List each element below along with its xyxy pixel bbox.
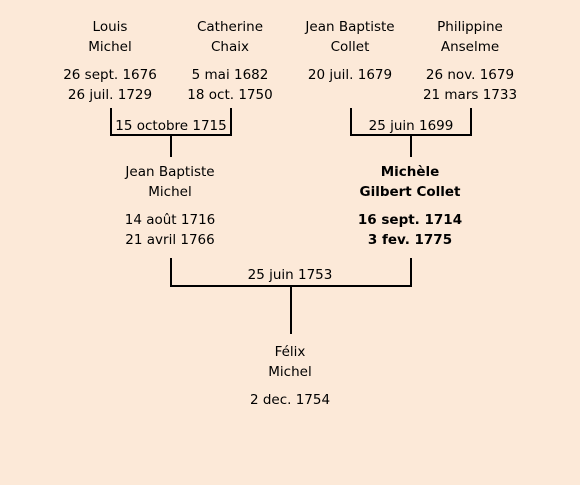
person-last-name: Gilbert Collet xyxy=(359,184,461,200)
connector-line xyxy=(470,108,472,136)
person-dates: 16 sept. 1714 3 fev. 1775 xyxy=(340,210,480,250)
marriage-date-jb-michele: 25 juin 1753 xyxy=(247,267,333,283)
person-first-name: Jean Baptiste xyxy=(305,19,395,35)
person-first-name: Catherine xyxy=(196,19,264,35)
connector-line xyxy=(350,108,352,136)
person-michele-gilbert-collet: Michèle Gilbert Collet 16 sept. 1714 3 f… xyxy=(340,162,480,250)
birth-date: 2 dec. 1754 xyxy=(249,392,331,408)
death-date: 3 fev. 1775 xyxy=(367,232,453,248)
person-dates: 26 nov. 1679 21 mars 1733 xyxy=(400,65,540,105)
person-dates: 26 sept. 1676 26 juil. 1729 xyxy=(40,65,180,105)
death-date: 26 juil. 1729 xyxy=(67,87,153,103)
connector-line xyxy=(410,258,412,287)
connector-line xyxy=(410,134,412,157)
connector-line xyxy=(170,258,172,287)
person-dates: 5 mai 1682 18 oct. 1750 xyxy=(160,65,300,105)
person-dates: 14 août 1716 21 avril 1766 xyxy=(100,210,240,250)
birth-date: 14 août 1716 xyxy=(124,212,216,228)
person-first-name: Michèle xyxy=(380,164,440,180)
person-first-name: Philippine xyxy=(437,19,503,35)
death-date: 21 mars 1733 xyxy=(422,87,518,103)
person-felix-michel: Félix Michel 2 dec. 1754 xyxy=(220,342,360,410)
person-last-name: Michel xyxy=(268,364,312,380)
person-dates: 20 juil. 1679 xyxy=(280,65,420,85)
connector-line xyxy=(230,108,232,136)
person-last-name: Chaix xyxy=(211,39,249,55)
person-first-name: Félix xyxy=(274,344,306,360)
person-jean-baptiste-michel: Jean Baptiste Michel 14 août 1716 21 avr… xyxy=(100,162,240,250)
birth-date: 26 sept. 1676 xyxy=(63,67,157,83)
birth-date: 26 nov. 1679 xyxy=(425,67,515,83)
birth-date: 16 sept. 1714 xyxy=(357,212,463,228)
person-last-name: Anselme xyxy=(440,39,500,55)
person-dates: 2 dec. 1754 xyxy=(220,390,360,410)
death-date: 21 avril 1766 xyxy=(125,232,215,248)
person-first-name: Jean Baptiste xyxy=(125,164,215,180)
marriage-date-collet-anselme: 25 juin 1699 xyxy=(368,118,454,134)
person-last-name: Collet xyxy=(330,39,370,55)
birth-date: 5 mai 1682 xyxy=(191,67,269,83)
person-last-name: Michel xyxy=(148,184,192,200)
birth-date: 20 juil. 1679 xyxy=(307,67,393,83)
marriage-date-louis-catherine: 15 octobre 1715 xyxy=(115,118,227,134)
connector-line xyxy=(170,134,172,157)
person-louis-michel: Louis Michel 26 sept. 1676 26 juil. 1729 xyxy=(40,17,180,105)
connector-line xyxy=(110,108,112,136)
person-last-name: Michel xyxy=(88,39,132,55)
death-date: 18 oct. 1750 xyxy=(187,87,273,103)
connector-line xyxy=(290,285,292,334)
person-philippine-anselme: Philippine Anselme 26 nov. 1679 21 mars … xyxy=(400,17,540,105)
person-jean-baptiste-collet: Jean Baptiste Collet 20 juil. 1679 xyxy=(280,17,420,85)
person-catherine-chaix: Catherine Chaix 5 mai 1682 18 oct. 1750 xyxy=(160,17,300,105)
person-first-name: Louis xyxy=(92,19,128,35)
